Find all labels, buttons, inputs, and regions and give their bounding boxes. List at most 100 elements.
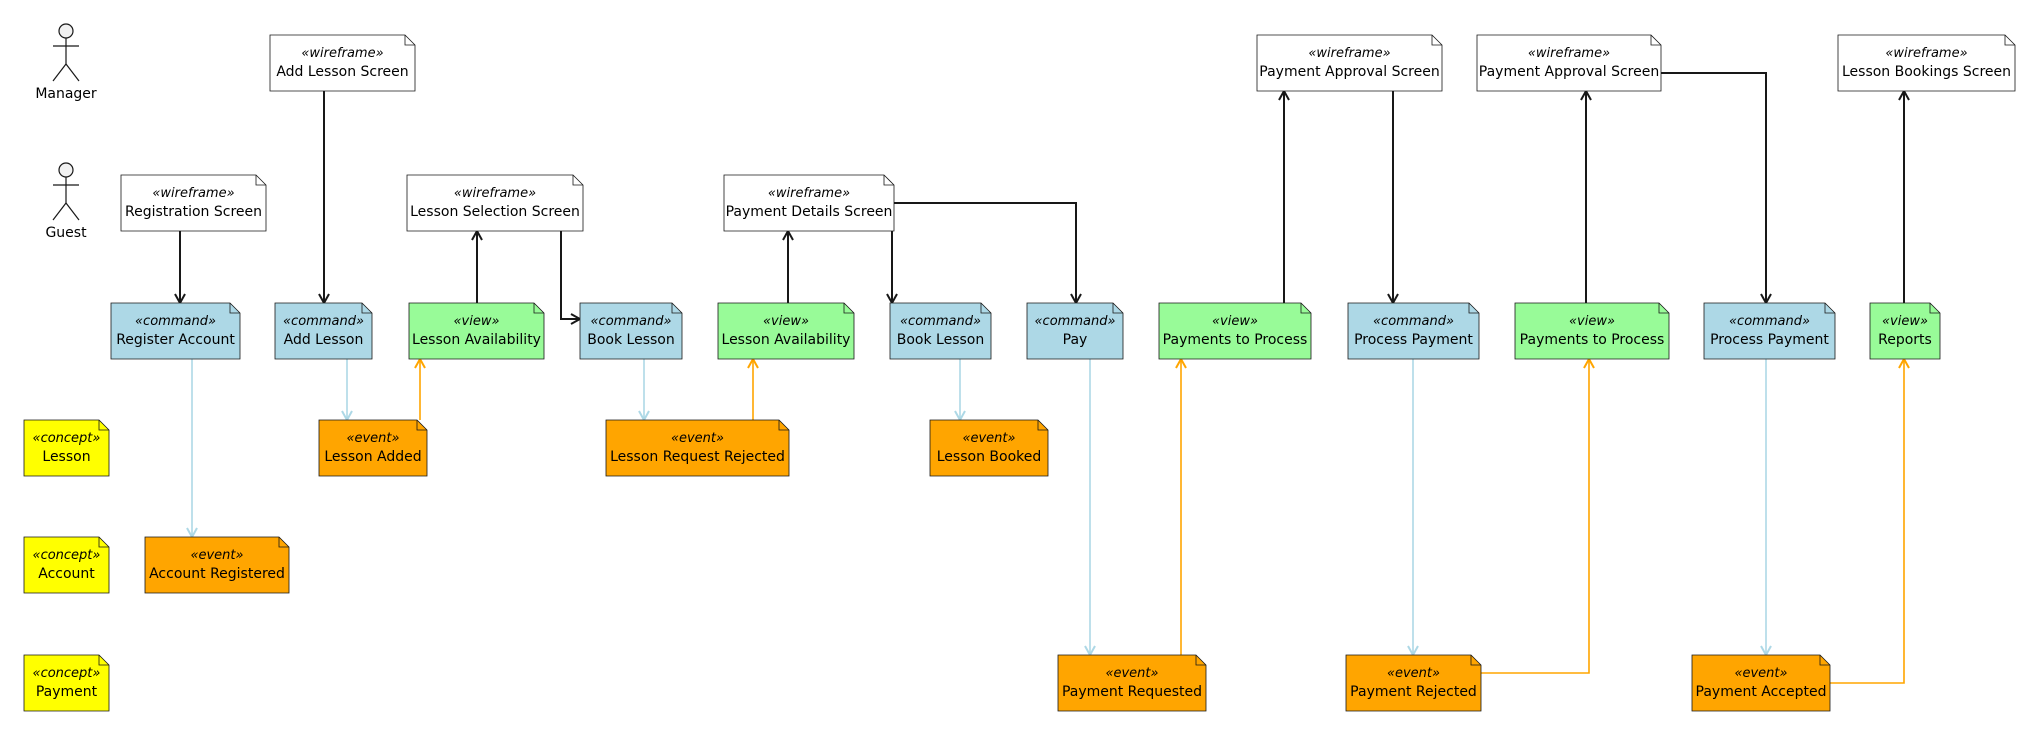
stereotype-label: «concept» (33, 431, 101, 446)
note-fold-corner (1929, 303, 1940, 314)
wireframe-wf-lesson-selection: «wireframe» Lesson Selection Screen (406, 174, 584, 232)
note-body (717, 302, 855, 360)
actor-manager: Manager (35, 23, 97, 102)
note-body (1514, 302, 1670, 360)
stereotype-label: «command» (1035, 314, 1116, 329)
stereotype-label: «view» (1212, 314, 1258, 329)
note-body (1703, 302, 1836, 360)
command-cmd-register: «command»Register Account (110, 302, 241, 360)
node-label: Payment Details Screen (726, 204, 893, 220)
stick-figure-icon (52, 162, 80, 221)
concept-concept-payment: «concept»Payment (23, 654, 110, 712)
note-fold-corner (980, 303, 991, 314)
event-evt-account-registered: «event» Account Registered (144, 536, 290, 594)
note-body (144, 536, 290, 594)
note-fold-corner (883, 175, 894, 186)
view-view-lesson-avail-2: «view» Lesson Availability (717, 302, 855, 360)
note-body (408, 302, 545, 360)
command-cmd-process-payment-2: «command»Process Payment (1703, 302, 1836, 360)
node-label: Account Registered (149, 566, 285, 582)
stereotype-label: «wireframe» (1308, 46, 1390, 61)
edge-evt-payment-rejected-to-view-payments-2 (1481, 359, 1589, 674)
wireframe-wf-pay-approval-1: «wireframe» Payment Approval Screen (1256, 34, 1443, 92)
node-label: Lesson Availability (412, 332, 541, 348)
view-view-payments-2: «view» Payments to Process (1514, 302, 1670, 360)
stereotype-label: «command» (135, 314, 216, 329)
node-label: Process Payment (1354, 332, 1473, 348)
node-label: Book Lesson (587, 332, 675, 348)
stereotype-label: «command» (283, 314, 364, 329)
stereotype-label: «view» (454, 314, 500, 329)
note-body (723, 174, 895, 232)
note-body (1026, 302, 1124, 360)
node-label: Lesson Added (324, 449, 421, 465)
note-body (1347, 302, 1480, 360)
note-body (605, 419, 790, 477)
stereotype-label: «wireframe» (152, 186, 234, 201)
node-label: Payment Accepted (1696, 684, 1827, 700)
event-evt-payment-accepted: «event» Payment Accepted (1691, 654, 1831, 712)
note-fold-corner (1431, 35, 1442, 46)
stereotype-label: «wireframe» (768, 186, 850, 201)
stereotype-label: «event» (671, 431, 724, 446)
stereotype-label: «event» (1387, 666, 1440, 681)
node-label: Payment Rejected (1350, 684, 1477, 700)
stereotype-label: «view» (763, 314, 809, 329)
node-label: Lesson Request Rejected (610, 449, 785, 465)
stereotype-label: «concept» (33, 548, 101, 563)
edges-layer (180, 72, 1904, 684)
view-view-reports: «view»Reports (1869, 302, 1941, 360)
note-fold-corner (1824, 303, 1835, 314)
note-fold-corner (1658, 303, 1669, 314)
note-body (1057, 654, 1207, 712)
stereotype-label: «command» (591, 314, 672, 329)
stereotype-label: «wireframe» (301, 46, 383, 61)
note-body (1256, 34, 1443, 92)
stereotype-label: «event» (190, 548, 243, 563)
note-body (23, 536, 110, 594)
stereotype-label: «view» (1569, 314, 1615, 329)
stereotype-label: «event» (1734, 666, 1787, 681)
command-cmd-process-payment-1: «command»Process Payment (1347, 302, 1480, 360)
note-fold-corner (98, 537, 109, 548)
stereotype-label: «wireframe» (454, 186, 536, 201)
node-label: Payment Approval Screen (1259, 64, 1439, 80)
wireframe-wf-registration: «wireframe» Registration Screen (120, 174, 267, 232)
node-label: Registration Screen (125, 204, 262, 220)
note-fold-corner (229, 303, 240, 314)
note-body (1691, 654, 1831, 712)
edge-wf-payment-details-to-cmd-pay (892, 202, 1076, 303)
note-fold-corner (416, 420, 427, 431)
node-label: Lesson Bookings Screen (1842, 64, 2011, 80)
command-cmd-book-lesson-2: «command»Book Lesson (889, 302, 992, 360)
note-fold-corner (1650, 35, 1661, 46)
note-fold-corner (1470, 655, 1481, 666)
node-label: Reports (1878, 332, 1932, 348)
stereotype-label: «command» (1729, 314, 1810, 329)
edge-wf-pay-approval-2-to-cmd-process-payment-2 (1661, 72, 1766, 303)
note-body (23, 654, 110, 712)
stereotype-label: «wireframe» (1528, 46, 1610, 61)
event-evt-payment-requested: «event»Payment Requested (1057, 654, 1207, 712)
stick-figure-icon (52, 23, 80, 82)
stereotype-label: «event» (1105, 666, 1158, 681)
node-label: Lesson Selection Screen (410, 204, 580, 220)
note-fold-corner (278, 537, 289, 548)
actor-label: Manager (35, 86, 97, 102)
note-fold-corner (98, 420, 109, 431)
event-evt-lesson-added: «event»Lesson Added (318, 419, 428, 477)
edge-wf-lesson-selection-to-cmd-book-lesson-1 (560, 231, 580, 319)
note-body (1837, 34, 2016, 92)
stereotype-label: «wireframe» (1885, 46, 1967, 61)
note-body (23, 419, 110, 477)
node-label: Lesson Availability (722, 332, 851, 348)
actor-guest: Guest (45, 162, 87, 241)
wireframe-wf-add-lesson: «wireframe»Add Lesson Screen (269, 34, 416, 92)
wireframe-wf-payment-details: «wireframe» Payment Details Screen (723, 174, 895, 232)
node-label: Payments to Process (1520, 332, 1665, 348)
note-body (1869, 302, 1941, 360)
note-body (1345, 654, 1482, 712)
node-label: Payment (36, 684, 98, 700)
node-label: Lesson Booked (937, 449, 1042, 465)
note-fold-corner (1037, 420, 1048, 431)
